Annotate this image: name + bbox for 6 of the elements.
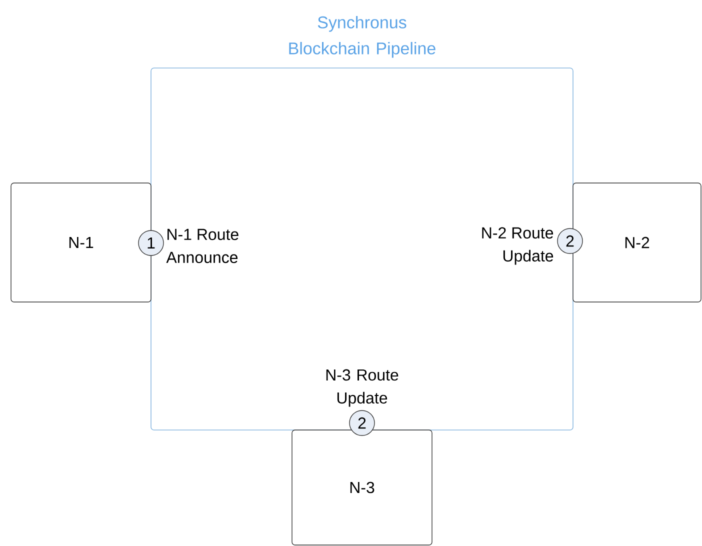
step-label: N-1 Route Announce (166, 228, 238, 264)
step-label: N-2 Route Update (482, 227, 554, 265)
step-label: N-3 Route Update (326, 369, 398, 407)
frame-title: Synchronus Blockchain Pipeline (289, 16, 436, 58)
node-box: N-2 (572, 182, 702, 302)
node-box: N-3 (292, 430, 432, 546)
